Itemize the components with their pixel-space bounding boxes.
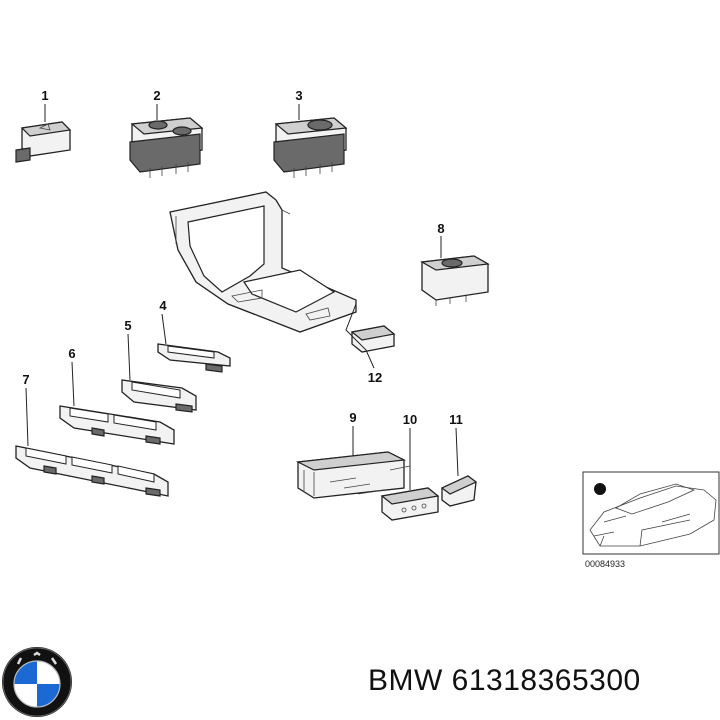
part-12-cap: [350, 325, 396, 353]
callout-8: 8: [437, 221, 444, 236]
callout-1: 1: [41, 88, 48, 103]
callout-7: 7: [22, 372, 29, 387]
part-3-switch: [273, 117, 348, 178]
part-8-switch: [420, 255, 490, 306]
car-outline-icon: [589, 483, 717, 547]
part-9-control-unit: [295, 451, 411, 499]
callout-3: 3: [295, 88, 302, 103]
bmw-logo-letters: [16, 651, 58, 665]
part-4-frame: [157, 343, 231, 373]
center-console-trim: [169, 191, 357, 333]
part-2-switch: [129, 117, 204, 178]
callout-6: 6: [68, 346, 75, 361]
part-number-caption: BMW 61318365300: [368, 664, 718, 698]
callout-4: 4: [159, 298, 167, 313]
callout-10: 10: [403, 412, 417, 427]
bmw-logo: [2, 647, 72, 717]
part-6-frame: [59, 405, 175, 445]
callout-11: 11: [449, 412, 463, 427]
callout-12: 12: [368, 370, 382, 385]
callout-2: 2: [153, 88, 160, 103]
part-7-frame: [15, 445, 169, 497]
inset-code: 00084933: [585, 559, 625, 569]
leader-lines: [25, 104, 459, 490]
part-11-knob: [440, 475, 478, 507]
location-dot-icon: [594, 483, 606, 495]
part-10-button: [380, 487, 440, 521]
callout-5: 5: [124, 318, 131, 333]
brand-name: BMW: [368, 664, 443, 697]
part-1-switch: [15, 121, 72, 163]
callout-9: 9: [349, 410, 356, 425]
vehicle-locator-inset: 00084933: [582, 471, 720, 569]
part-number: 61318365300: [451, 664, 641, 697]
part-5-frame: [121, 379, 197, 413]
